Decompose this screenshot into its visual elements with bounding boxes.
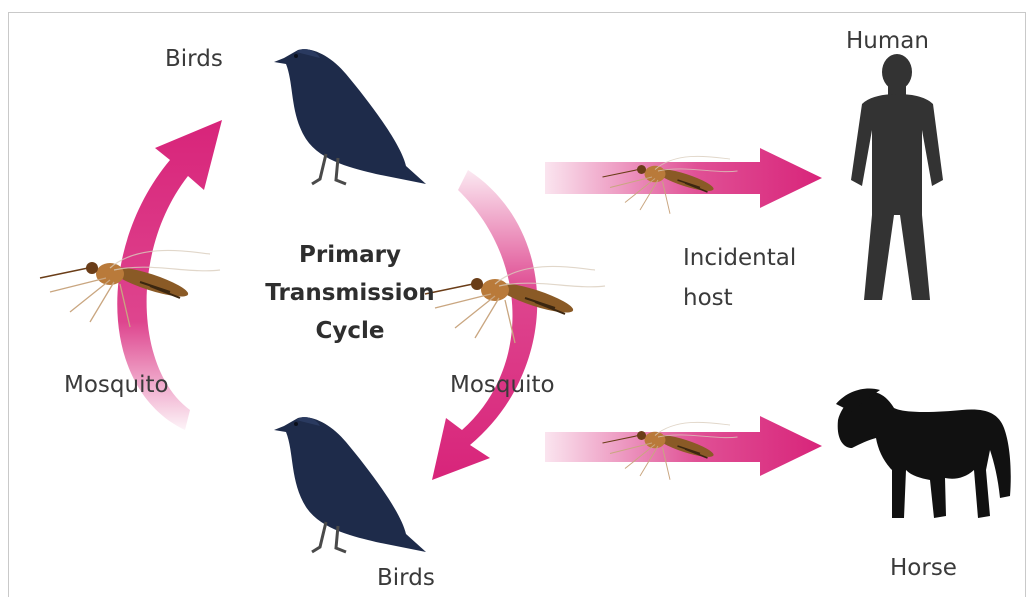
incidental-line-2: host <box>683 278 796 318</box>
horse-silhouette-icon <box>836 389 1011 518</box>
center-line-2: Transmission <box>250 274 450 312</box>
human-silhouette-icon <box>851 54 943 300</box>
incidental-line-1: Incidental <box>683 238 796 278</box>
human-label: Human <box>846 28 929 54</box>
center-line-1: Primary <box>250 236 450 274</box>
mosquito-left-label: Mosquito <box>64 372 169 398</box>
birds-bottom-label: Birds <box>377 565 435 591</box>
crow-top-icon <box>274 49 426 184</box>
birds-top-label: Birds <box>165 46 223 72</box>
incidental-host-label: Incidental host <box>683 238 796 318</box>
primary-transmission-cycle-title: Primary Transmission Cycle <box>250 236 450 350</box>
horse-label: Horse <box>890 555 957 581</box>
center-line-3: Cycle <box>250 312 450 350</box>
crow-bottom-icon <box>274 417 426 552</box>
mosquito-right-label: Mosquito <box>450 372 555 398</box>
